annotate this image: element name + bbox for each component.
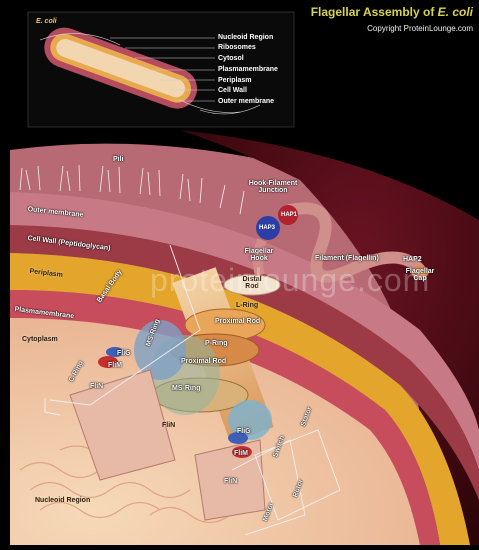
diagram-title: Flagellar Assembly of E. coli xyxy=(311,5,473,19)
label-flin-right: FliN xyxy=(224,478,237,485)
inset-label-ribosomes: Ribosomes xyxy=(218,44,256,51)
inset-label-nucleoid: Nucleoid Region xyxy=(218,34,273,41)
inset-label-plasmamembrane: Plasmamembrane xyxy=(218,66,278,73)
label-ms-ring-center: MS-Ring xyxy=(172,385,200,392)
label-pili: Pili xyxy=(113,156,124,163)
copyright-notice: Copyright ProteinLounge.com xyxy=(367,24,473,33)
title-text: Flagellar Assembly of xyxy=(311,5,438,19)
label-proximal-rod-bottom: Proximal Rod xyxy=(181,358,226,365)
inset-label-cytosol: Cytosol xyxy=(218,55,244,62)
label-flin-center: FliN xyxy=(162,422,175,429)
label-hap3: HAP3 xyxy=(259,225,275,231)
label-nucleoid-region: Nucleoid Region xyxy=(35,497,90,504)
inset-label-cell-wall: Cell Wall xyxy=(218,87,247,94)
title-organism: E. coli xyxy=(438,5,473,19)
label-flim-right: FliM xyxy=(234,450,248,457)
label-flim-left: FliM xyxy=(108,362,122,369)
label-hook-filament-junction: Hook-Filament Junction xyxy=(238,180,308,194)
label-proximal-rod-top: Proximal Rod xyxy=(215,318,260,325)
label-flig-right: FliG xyxy=(237,428,251,435)
label-cytoplasm: Cytoplasm xyxy=(22,336,58,343)
label-flin-left: FliN xyxy=(90,383,103,390)
label-p-ring: P-Ring xyxy=(205,340,228,347)
inset-label-outer-membrane: Outer membrane xyxy=(218,98,274,105)
inset-label-periplasm: Periplasm xyxy=(218,77,251,84)
label-hap1: HAP1 xyxy=(281,212,297,218)
label-filament: Filament (Flagellin) xyxy=(315,255,379,262)
label-flagellar-hook: Flagellar Hook xyxy=(240,248,278,262)
label-flig-left: FliG xyxy=(117,350,131,357)
label-l-ring: L-Ring xyxy=(236,302,258,309)
watermark: proteinlounge.com xyxy=(150,262,430,299)
inset-organism-label: E. coli xyxy=(36,18,57,25)
